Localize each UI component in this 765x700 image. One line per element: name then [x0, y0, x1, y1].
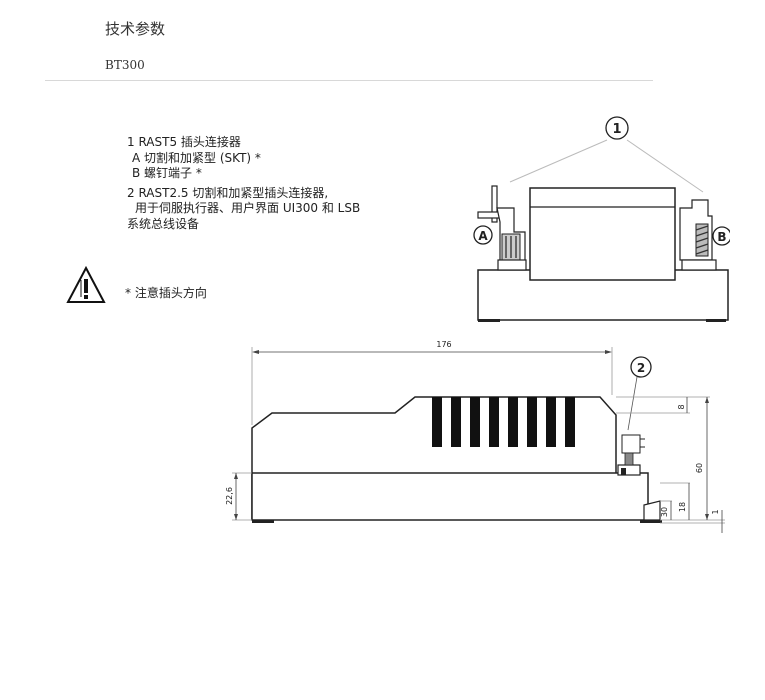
dim-base-label: 22,6 [225, 487, 234, 505]
connector-detail-diagram: 1 A B [473, 116, 730, 322]
legend-item-1a: A 切割和加紧型 (SKT) * [132, 150, 261, 165]
vent-slot [489, 397, 499, 447]
vent-slot [432, 397, 442, 447]
dim-height-label: 60 [695, 463, 704, 473]
warning-triangle-icon [66, 265, 106, 308]
vent-slot [527, 397, 537, 447]
callout-2-circle [630, 356, 652, 378]
vent-slot [546, 397, 556, 447]
callout-2-label: 2 [637, 361, 645, 375]
label-a-circle [473, 225, 493, 245]
label-b: B [717, 230, 726, 244]
page-title: 技术参数 [105, 20, 166, 38]
dim-1-label: 1 [711, 509, 720, 514]
label-a: A [478, 229, 488, 243]
dim-30-label: 30 [660, 507, 669, 517]
legend-item-2-line2: 用于伺服执行器、用户界面 UI300 和 LSB [135, 201, 361, 215]
legend: 1 RAST5 插头连接器 A 切割和加紧型 (SKT) * B 螺钉端子 * … [127, 135, 360, 232]
legend-item-1: 1 RAST5 插头连接器 [127, 135, 241, 149]
vent-slot [508, 397, 518, 447]
callout-1-label: 1 [612, 122, 621, 137]
header-divider [45, 80, 653, 81]
callout-1-circle [605, 116, 629, 140]
vent-slot [470, 397, 480, 447]
dim-top-offset-label: 8 [677, 404, 686, 409]
dim-length-label: 176 [436, 340, 451, 349]
vent-slot [565, 397, 575, 447]
dim-18-label: 18 [678, 502, 687, 512]
vent-slot [451, 397, 461, 447]
dimension-drawing: 176 2 8 60 18 30 1 22,6 [225, 340, 725, 533]
legend-item-2: 2 RAST2.5 切割和加紧型插头连接器, [127, 185, 329, 200]
model-name: BT300 [105, 58, 145, 72]
note-text: * 注意插头方向 [125, 286, 207, 300]
legend-item-1b: B 螺钉端子 * [132, 166, 202, 180]
legend-item-2-line3: 系统总线设备 [127, 216, 200, 231]
label-b-circle [712, 226, 730, 246]
